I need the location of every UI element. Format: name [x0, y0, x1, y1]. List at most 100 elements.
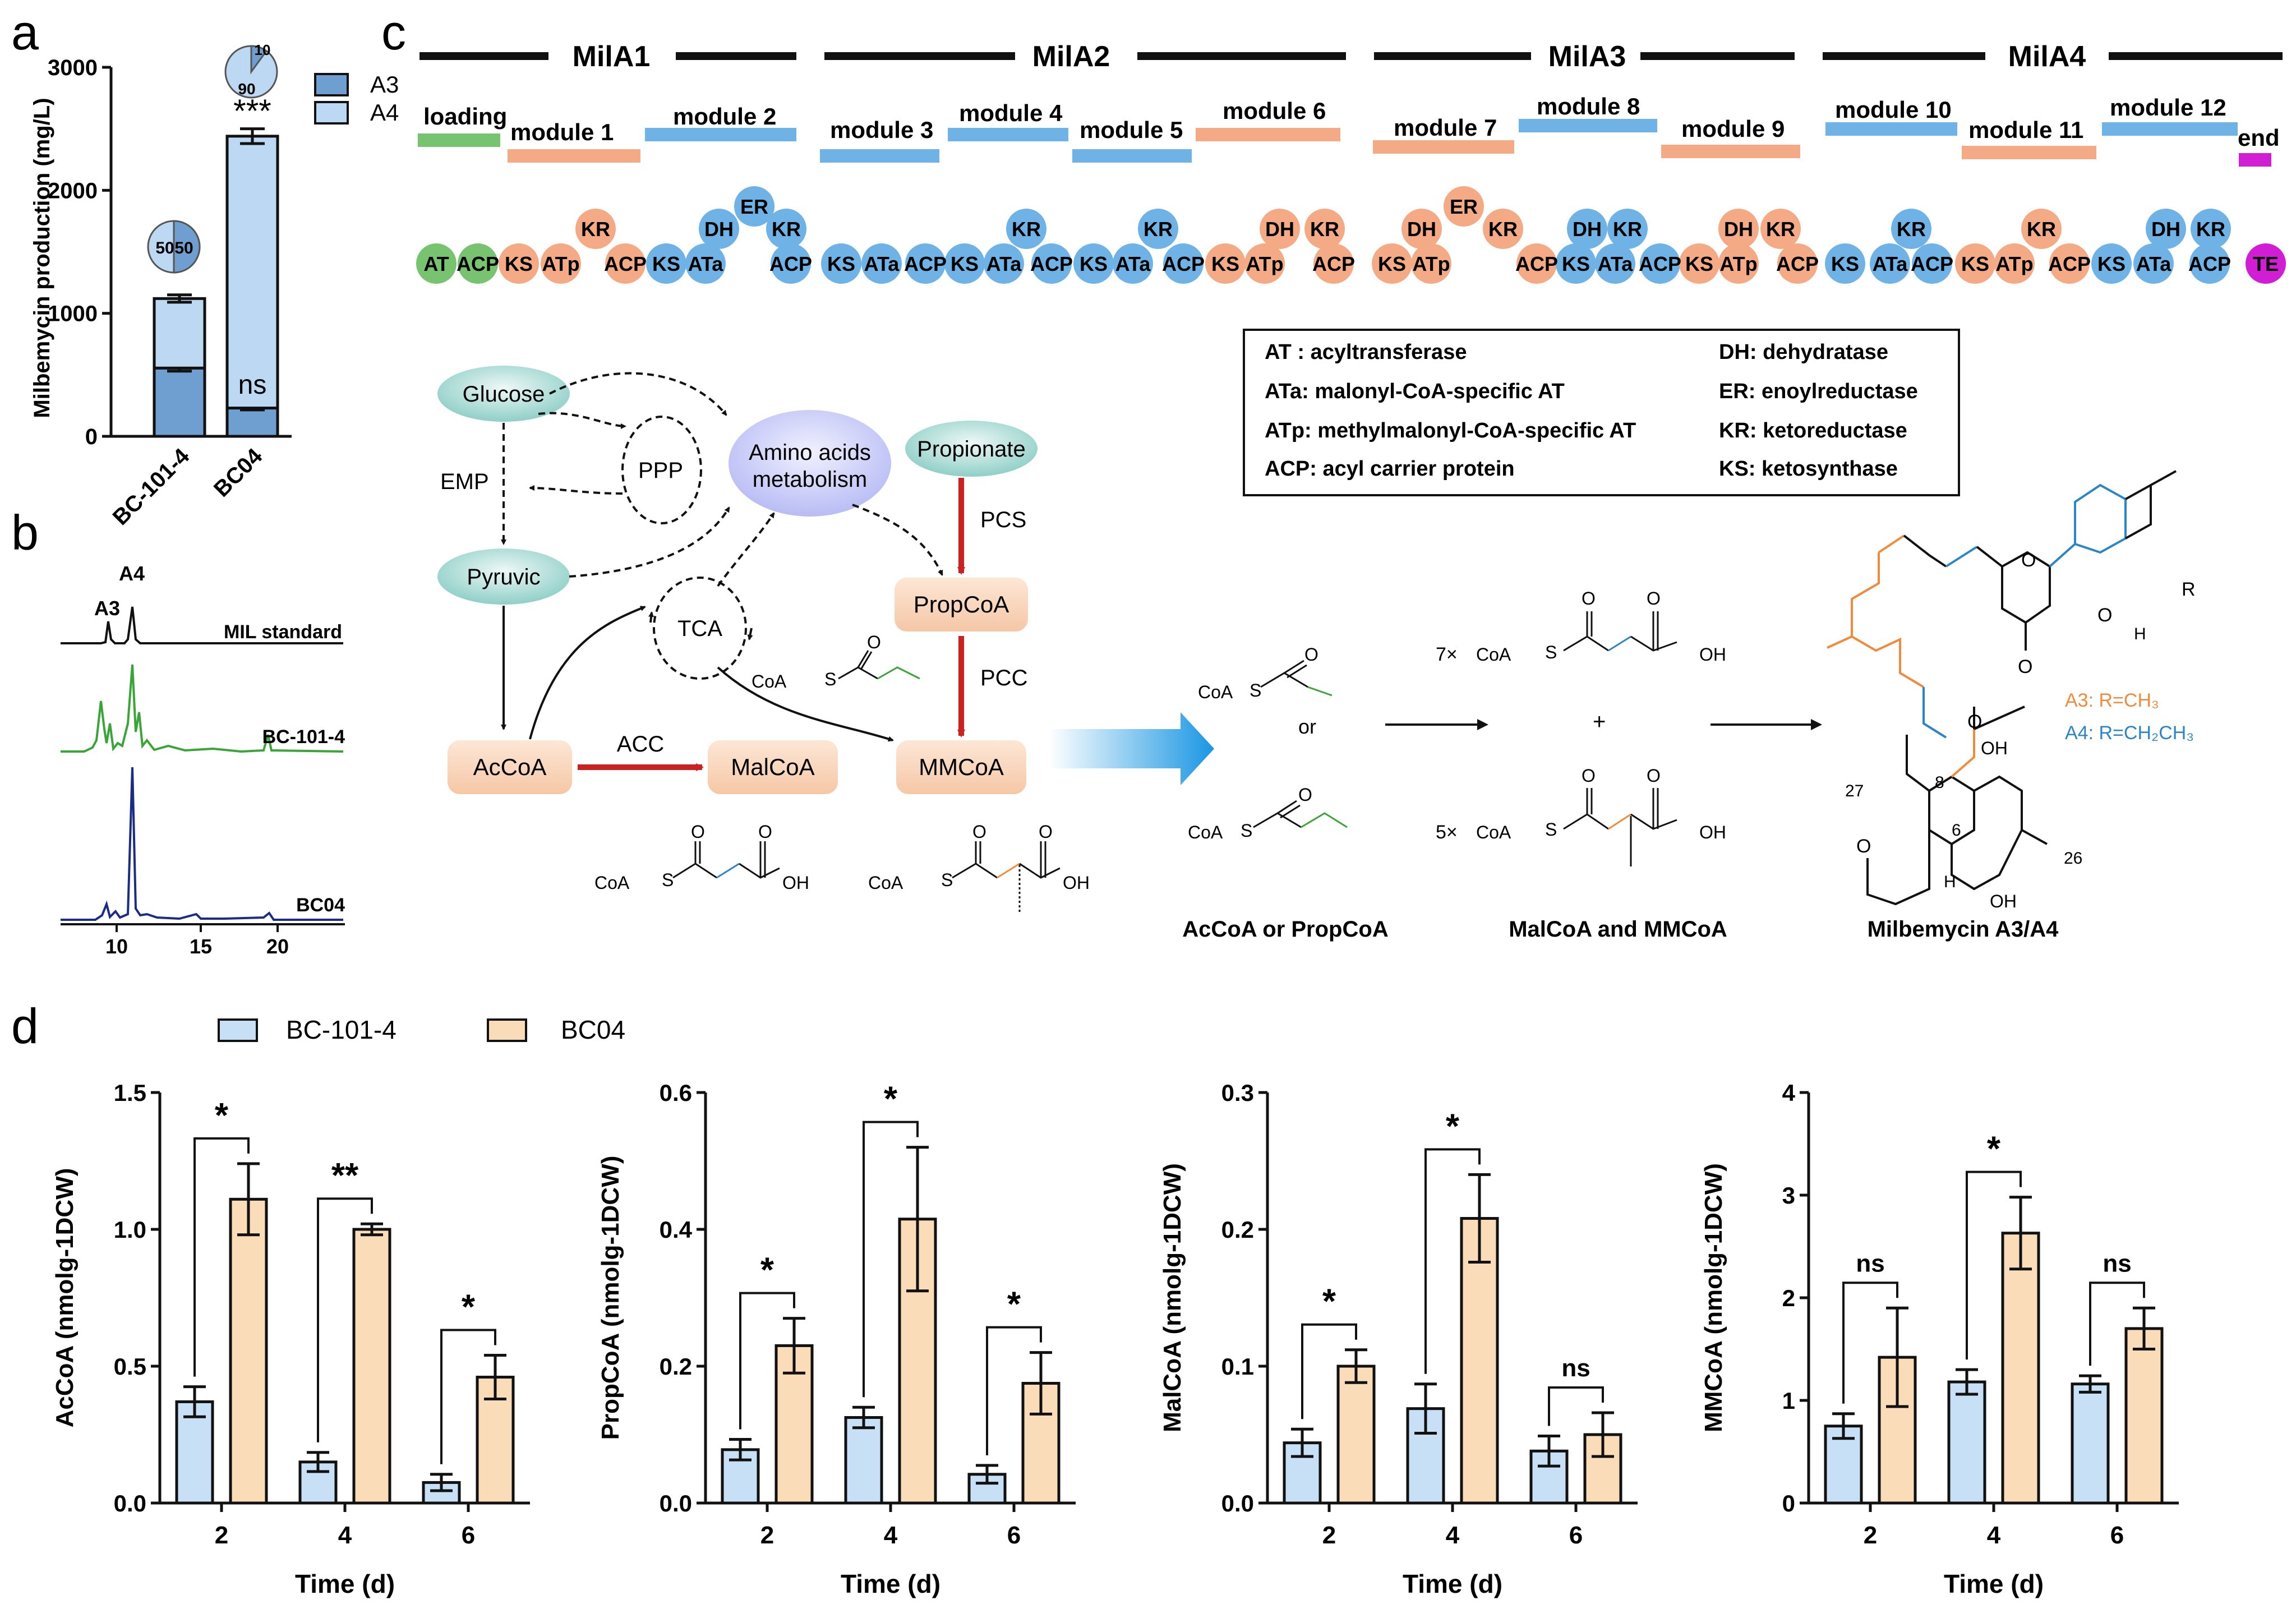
panel-d-legend: BC-101-4 BC04 [218, 1015, 625, 1044]
significance-label: * [1322, 1283, 1336, 1321]
domain-label: KR [2027, 218, 2056, 241]
domain-acp [1777, 243, 1818, 284]
milbemycin-structure [1827, 470, 2177, 906]
node-propionate-label: Propionate [917, 437, 1025, 462]
chart-xlabel: Time (d) [295, 1569, 395, 1598]
chart-ytick-label: 0.1 [1221, 1353, 1254, 1380]
malcoa-s: S [662, 870, 674, 890]
domain-atp [1718, 243, 1759, 284]
ext-oh-1: OH [1699, 644, 1726, 665]
enzyme-mila1: MilA1 [573, 40, 651, 73]
node-amino-acids [729, 410, 891, 517]
node-acoa-label: AcCoA [473, 754, 547, 780]
panel-a-category-label: BC-101-4 [108, 444, 195, 530]
label-acc: ACC [617, 732, 664, 757]
mil-a3: A3: R=CH₃ [2065, 690, 2159, 711]
domain-ks [944, 243, 985, 284]
significance-label: * [1446, 1107, 1460, 1146]
ext-plus: + [1593, 709, 1606, 734]
trace-label-mil-standard: MIL standard [224, 621, 342, 643]
trace-bc04 [61, 767, 343, 921]
domain-label: ATa [1115, 252, 1151, 275]
mmcoa-oh: OH [1063, 873, 1090, 893]
domain-ata [1595, 243, 1635, 284]
bar-bc04 [2124, 1327, 2164, 1505]
starter-s-2: S [1241, 820, 1252, 841]
domain-kr [766, 209, 806, 249]
chart-xtick-label: 6 [1007, 1522, 1021, 1549]
domain-acp [605, 243, 646, 284]
chart-xlabel: Time (d) [841, 1569, 940, 1598]
domain-label: KR [1766, 218, 1795, 241]
domain-atp [541, 243, 581, 284]
tca-cycle [653, 577, 747, 680]
domain-label: KS [1080, 252, 1108, 275]
domain-dh [1260, 209, 1300, 249]
legend-label-bc101: BC-101-4 [286, 1015, 397, 1044]
chart-ytick-label: 2 [1782, 1285, 1795, 1311]
module-label: module 7 [1394, 114, 1497, 141]
panel-a-ytick-label: 0 [85, 425, 98, 449]
label-tca: TCA [677, 616, 722, 641]
mil-a4: A4: R=CH₂CH₃ [2065, 722, 2194, 744]
domain-label: ACP [457, 252, 499, 275]
peak-label-a3: A3 [94, 597, 120, 620]
domain-label: ACP [1515, 252, 1558, 275]
domain-label: DH [1265, 218, 1294, 241]
domain-acp [1163, 243, 1204, 284]
ext-o-2a: O [1582, 766, 1596, 786]
ext-o-2b: O [1647, 766, 1661, 786]
significance-label: * [462, 1288, 476, 1326]
significance-bracket [193, 1137, 250, 1377]
chart-xtick-label: 4 [1446, 1522, 1460, 1549]
chart-ytick-label: 4 [1782, 1080, 1796, 1106]
chart-xtick-label: 2 [1322, 1522, 1336, 1549]
domain-label: ACP [2188, 252, 2231, 275]
chart-xtick-label: 2 [1864, 1522, 1877, 1549]
domain-kr [1006, 209, 1046, 249]
panel-a-sig-total: *** [233, 93, 271, 130]
domain-acp [1516, 243, 1557, 284]
ext-s-1: S [1545, 642, 1557, 662]
legend-swatch-bc101 [218, 1018, 258, 1042]
domain-label: DH [2151, 218, 2180, 241]
chart-ytick-label: 1.5 [114, 1080, 146, 1106]
domain-te [2246, 243, 2286, 284]
domain-label: KR [1012, 218, 1041, 241]
domain-label: ACP [1776, 252, 1819, 275]
domain-label: DH [704, 218, 734, 241]
chart-ytick-label: 0.4 [660, 1216, 693, 1243]
legend-at: AT : acyltransferase [1265, 340, 1467, 364]
starter-or: or [1298, 715, 1316, 738]
domain-er [1444, 186, 1484, 227]
mil-8: 8 [1935, 773, 1944, 792]
label-pcc: PCC [980, 666, 1027, 690]
bar-bc04 [1336, 1365, 1376, 1505]
ext-o-1a: O [1582, 588, 1596, 609]
domain-atp [1994, 243, 2035, 284]
domain-label: KS [652, 252, 680, 275]
ext-coa-2: CoA [1476, 822, 1511, 842]
panel-b-tick-20: 20 [266, 935, 289, 958]
module-label: module 2 [673, 103, 776, 130]
domain-label: KR [1310, 218, 1339, 241]
domain-kr [1483, 209, 1523, 249]
propcoa-o: O [867, 632, 881, 652]
ext-coa-1: CoA [1476, 644, 1511, 665]
chart-ytick-label: 0.3 [1221, 1080, 1254, 1106]
chart-ytick-label: 1 [1782, 1387, 1795, 1414]
mmcoa-o2: O [1039, 822, 1053, 842]
module-label: module 12 [2110, 94, 2226, 121]
domain-kr [1760, 209, 1801, 249]
legend-atp: ATp: methylmalonyl-CoA-specific AT [1265, 419, 1636, 442]
starter-coa-1: CoA [1198, 682, 1233, 702]
arrow-acoa-tca [529, 606, 646, 740]
arrow-glc-amino [549, 372, 727, 416]
domain-label: KS [1685, 252, 1713, 275]
arrow-glc-ppp [538, 412, 626, 429]
bar-bc-101-4 [1947, 1380, 1986, 1505]
mil-27: 27 [1845, 782, 1864, 800]
